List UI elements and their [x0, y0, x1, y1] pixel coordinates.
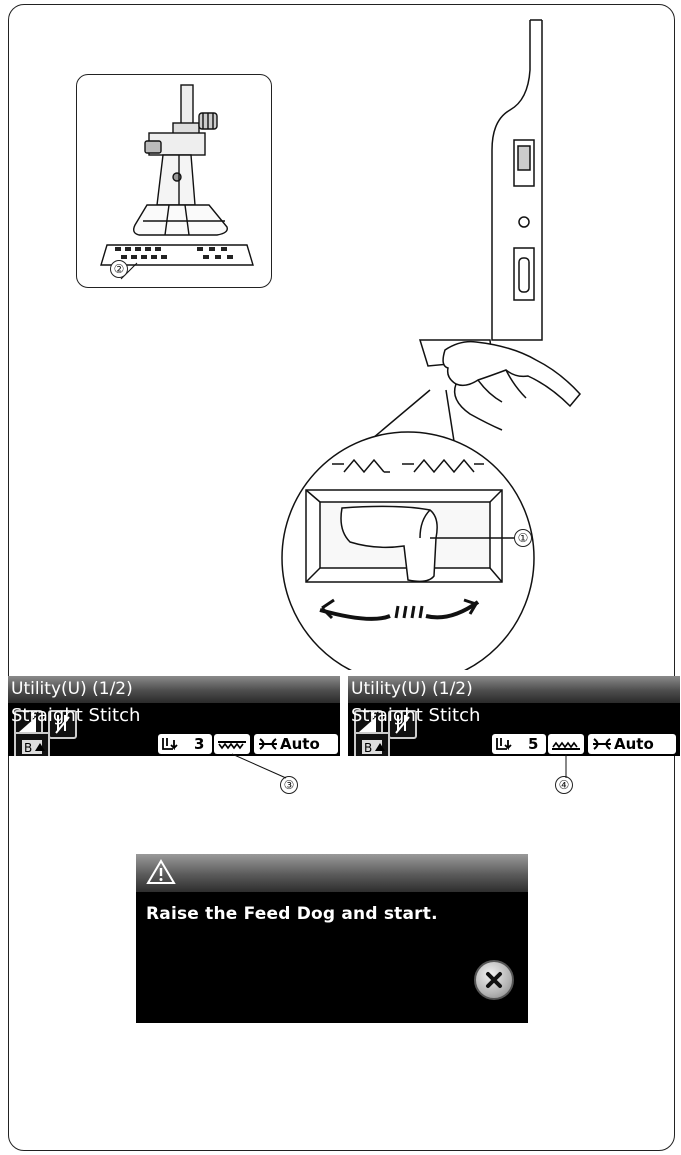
presser-foot-drawing	[77, 75, 272, 288]
callout-feed-dog-lever: ①	[514, 529, 532, 547]
feed-dog-raised-icon	[548, 734, 584, 754]
sewing-application-icon[interactable]: B	[14, 732, 50, 756]
thread-tension-display: Auto	[588, 734, 676, 754]
callout-feed-dog: ②	[110, 260, 128, 278]
thread-tension-icon	[257, 736, 279, 752]
presser-foot-illustration	[76, 74, 272, 288]
leader-line-4	[560, 752, 580, 782]
stitch-name: Straight Stitch	[351, 705, 480, 726]
presser-foot-value: 3	[194, 734, 204, 754]
close-button[interactable]	[474, 960, 514, 1000]
sewing-application-icon[interactable]: B	[354, 732, 390, 756]
leader-line-3	[230, 752, 300, 782]
presser-foot-pressure: 5	[492, 734, 546, 754]
screen-title: Utility(U) (1/2)	[348, 676, 680, 703]
thread-tension-value: Auto	[280, 734, 320, 754]
dialog-message: Raise the Feed Dog and start.	[146, 904, 438, 924]
thread-tension-display: Auto	[254, 734, 338, 754]
thread-tension-icon	[591, 736, 613, 752]
presser-foot-value: 5	[528, 734, 538, 754]
presser-foot-pressure: 3	[158, 734, 212, 754]
warning-dialog: Raise the Feed Dog and start.	[136, 854, 528, 1023]
thread-tension-value: Auto	[614, 734, 654, 754]
stitch-name: Straight Stitch	[11, 705, 140, 726]
svg-text:B: B	[364, 741, 372, 755]
screen-title: Utility(U) (1/2)	[8, 676, 340, 703]
dialog-header	[136, 854, 528, 892]
close-icon	[476, 962, 512, 998]
warning-icon	[146, 858, 176, 886]
machine-side-illustration	[280, 10, 680, 670]
feed-dog-lowered-icon	[214, 734, 250, 754]
svg-text:B: B	[24, 741, 32, 755]
presser-foot-icon	[494, 736, 522, 752]
presser-foot-icon	[160, 736, 188, 752]
